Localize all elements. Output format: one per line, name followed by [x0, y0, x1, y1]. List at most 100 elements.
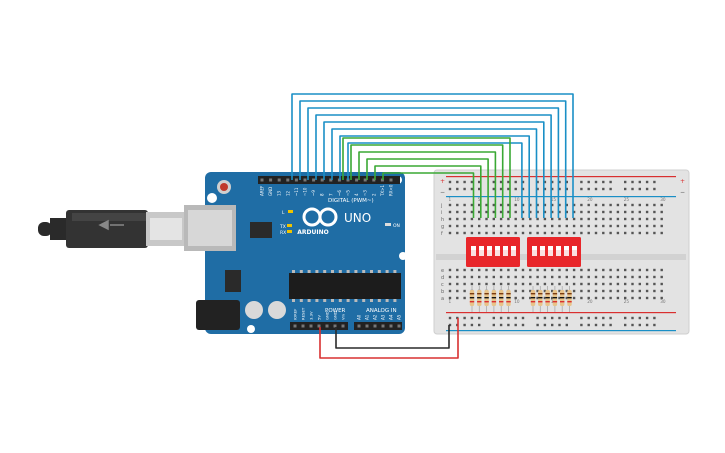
header-pin[interactable]: [365, 324, 369, 328]
digital-header[interactable]: [258, 176, 400, 184]
capacitor: [268, 301, 286, 319]
header-pin[interactable]: [317, 324, 321, 328]
resistors: [469, 286, 572, 312]
signal-wire-blue[interactable]: [339, 135, 530, 218]
switch-lever[interactable]: [572, 246, 577, 250]
pin-label: A2: [373, 314, 378, 320]
pin-label: IOREF: [293, 309, 298, 320]
header-pin[interactable]: [303, 178, 307, 182]
brand-label: ARDUINO: [297, 229, 328, 236]
pin-label: GND: [268, 187, 273, 196]
arduino-board[interactable]: ARDUINO UNO DIGITAL (PWM~) POWER ANALOG …: [184, 172, 407, 334]
row-letter: i: [441, 210, 442, 216]
signal-wire-green[interactable]: [382, 172, 475, 218]
header-pin[interactable]: [372, 178, 376, 182]
pin-label: A5: [397, 314, 402, 320]
row-letter: j: [440, 203, 442, 209]
header-pin[interactable]: [325, 324, 329, 328]
switch-lever[interactable]: [564, 246, 569, 250]
pin-label: 3.3V: [309, 311, 314, 320]
signal-wire-blue[interactable]: [331, 128, 538, 218]
signal-wire-green[interactable]: [366, 158, 489, 218]
power-header[interactable]: [290, 322, 348, 330]
header-pin[interactable]: [293, 324, 297, 328]
switch-lever[interactable]: [548, 246, 553, 250]
wires[interactable]: [291, 93, 574, 359]
switch-lever[interactable]: [495, 246, 500, 250]
rx-led: [287, 230, 292, 233]
pin-label: 13: [277, 190, 282, 196]
header-pin[interactable]: [389, 324, 393, 328]
power-rail-blue-top: [446, 196, 676, 198]
signal-wire-blue[interactable]: [347, 142, 523, 218]
pin-label: 2: [371, 193, 376, 196]
row-letter: g: [441, 224, 444, 230]
pin-label: A1: [365, 314, 370, 320]
header-pin[interactable]: [389, 178, 393, 182]
pin-label: RX<0: [389, 184, 394, 196]
analog-label: ANALOG IN: [366, 308, 397, 314]
header-pin[interactable]: [294, 178, 298, 182]
header-pin[interactable]: [373, 324, 377, 328]
header-pin[interactable]: [269, 178, 273, 182]
column-number: 5: [478, 197, 481, 202]
header-pin[interactable]: [301, 324, 305, 328]
dip-switch-left[interactable]: [466, 237, 520, 267]
pin-label: 7: [328, 193, 333, 196]
analog-header[interactable]: [354, 322, 402, 330]
ground-wire[interactable]: [335, 325, 450, 349]
switch-lever[interactable]: [479, 246, 484, 250]
chip-pins: [292, 270, 397, 302]
pin-label: RESET: [301, 307, 306, 320]
on-led-label: ON: [393, 223, 400, 229]
header-pin[interactable]: [320, 178, 324, 182]
tx-led: [287, 224, 292, 227]
switch-lever[interactable]: [503, 246, 508, 250]
model-label: UNO: [344, 211, 371, 225]
header-pin[interactable]: [286, 178, 290, 182]
pin-label: TX>1: [380, 184, 385, 197]
switch-lever[interactable]: [532, 246, 537, 250]
header-pin[interactable]: [397, 324, 401, 328]
row-letter: f: [441, 231, 443, 237]
switch-lever[interactable]: [487, 246, 492, 250]
column-number: 25: [624, 197, 630, 202]
header-pin[interactable]: [381, 324, 385, 328]
dip-switch-right[interactable]: [527, 237, 581, 267]
signal-wire-blue[interactable]: [291, 93, 574, 218]
signal-wire-green[interactable]: [374, 165, 482, 218]
breadboard-holes[interactable]: [448, 180, 663, 327]
signal-wire-blue[interactable]: [315, 114, 552, 218]
switch-lever[interactable]: [540, 246, 545, 250]
header-pin[interactable]: [355, 178, 359, 182]
switch-lever[interactable]: [471, 246, 476, 250]
header-pin[interactable]: [312, 178, 316, 182]
dip-switches[interactable]: [466, 237, 581, 267]
power-wire-5v[interactable]: [319, 318, 459, 359]
signal-wire-blue[interactable]: [307, 107, 560, 218]
pin-label: GND: [333, 311, 338, 320]
signal-wire-blue[interactable]: [323, 121, 545, 218]
header-pin[interactable]: [309, 324, 313, 328]
regulator: [225, 270, 241, 292]
header-pin[interactable]: [329, 178, 333, 182]
header-pin[interactable]: [260, 178, 264, 182]
switch-lever[interactable]: [556, 246, 561, 250]
header-pin[interactable]: [333, 324, 337, 328]
header-pin[interactable]: [357, 324, 361, 328]
column-number: 10: [514, 299, 520, 304]
pin-label: A3: [381, 314, 386, 320]
switch-lever[interactable]: [511, 246, 516, 250]
row-letter: b: [441, 289, 444, 295]
signal-wire-blue[interactable]: [299, 100, 567, 218]
header-pin[interactable]: [277, 178, 281, 182]
header-pin[interactable]: [363, 178, 367, 182]
header-pin[interactable]: [341, 324, 345, 328]
signal-wire-green[interactable]: [342, 137, 511, 218]
signal-wire-green[interactable]: [358, 151, 497, 218]
signal-wire-green[interactable]: [350, 144, 504, 218]
pin-label: 5V: [317, 315, 322, 320]
usb-cable[interactable]: [38, 210, 186, 248]
